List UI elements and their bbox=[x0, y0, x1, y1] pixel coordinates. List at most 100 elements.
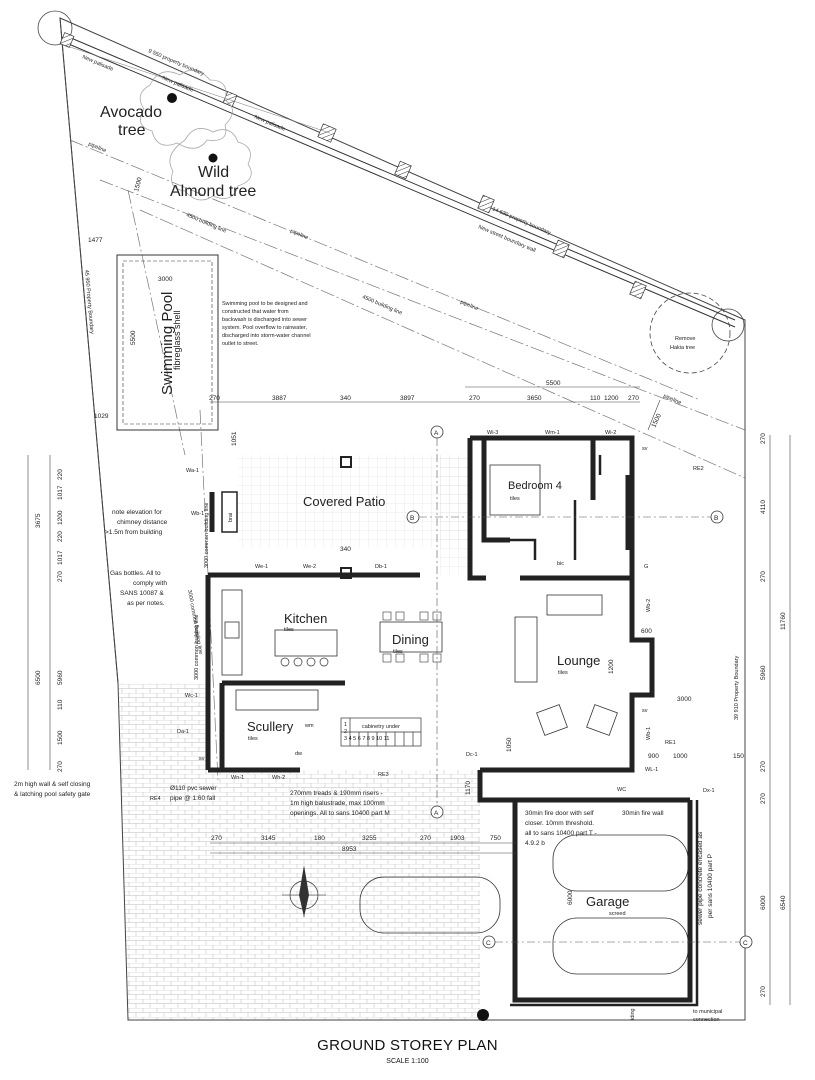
corner-marker-tr bbox=[711, 308, 745, 342]
inner-walls bbox=[510, 455, 699, 1007]
svg-text:1000: 1000 bbox=[673, 753, 688, 760]
scullery-counter bbox=[235, 689, 319, 711]
pool-label: Swimming Pool bbox=[159, 292, 176, 395]
svg-text:3897: 3897 bbox=[400, 395, 415, 402]
dining-chairs bbox=[382, 611, 442, 663]
svg-text:30min fire door with self: 30min fire door with self bbox=[525, 810, 594, 817]
svg-text:1500: 1500 bbox=[57, 730, 64, 745]
sewer-encased-note-1: sewer pipe concrete encased as bbox=[697, 831, 704, 925]
common-line-label-1: 3000 common building line bbox=[204, 503, 210, 568]
svg-text:270: 270 bbox=[628, 395, 639, 402]
palisade-label-1: New palisade bbox=[81, 54, 114, 72]
svg-text:1017: 1017 bbox=[57, 550, 64, 565]
re1-label: RE1 bbox=[665, 740, 676, 746]
municipal-note-2: connection bbox=[693, 1017, 720, 1023]
cars bbox=[359, 834, 689, 975]
svg-text:270: 270 bbox=[469, 395, 480, 402]
svg-text:1200: 1200 bbox=[604, 395, 619, 402]
bic-label: bic bbox=[557, 561, 564, 567]
hob bbox=[224, 621, 240, 639]
pool-length-dim: 5500 bbox=[130, 330, 137, 345]
svg-text:Wh-2: Wh-2 bbox=[272, 775, 285, 781]
pipeline-label-1: pipeline bbox=[87, 141, 107, 154]
svg-text:Wa-1: Wa-1 bbox=[186, 468, 199, 474]
svg-text:Swimming pool to be designed a: Swimming pool to be designed and bbox=[222, 301, 308, 307]
pipeline-label-4: pipeline bbox=[662, 393, 682, 406]
svg-text:1200: 1200 bbox=[608, 659, 615, 674]
svg-text:3000: 3000 bbox=[677, 696, 692, 703]
svg-text:1170: 1170 bbox=[465, 781, 472, 795]
palisade-label-3: New palisade bbox=[253, 114, 286, 132]
wall-piers bbox=[59, 32, 647, 300]
svg-text:3887: 3887 bbox=[272, 395, 287, 402]
pool-width-dim: 3000 bbox=[158, 276, 173, 283]
gas-note: Gas bottles. All to comply with SANS 100… bbox=[110, 570, 167, 607]
house-walls bbox=[205, 435, 693, 1003]
plan-scale: SCALE 1:100 bbox=[386, 1058, 429, 1065]
svg-text:11760: 11760 bbox=[780, 612, 787, 630]
svg-text:& latching pool safety gate: & latching pool safety gate bbox=[14, 791, 91, 798]
bed bbox=[489, 464, 541, 516]
right-dimensions: 270 4110 270 5960 11760 270 270 6000 654… bbox=[760, 433, 787, 997]
svg-text:Ø110 pvc sewer: Ø110 pvc sewer bbox=[170, 785, 217, 792]
left-boundary-line bbox=[59, 17, 119, 684]
tree-canopies bbox=[139, 69, 252, 201]
svg-text:8953: 8953 bbox=[342, 846, 357, 853]
svg-text:270: 270 bbox=[209, 395, 220, 402]
svg-text:pipe @ 1:60 fall: pipe @ 1:60 fall bbox=[170, 795, 216, 802]
svg-text:270: 270 bbox=[760, 761, 767, 772]
stair-numbers: 3 4 5 6 7 8 9 10 11 bbox=[344, 736, 389, 742]
svg-text:B: B bbox=[410, 515, 414, 522]
window-tags: Wi-3 Wm-1 Wi-2 Wa-1 Wb-1 We-1 We-2 Db-1 … bbox=[177, 430, 715, 794]
svg-text:Dx-1: Dx-1 bbox=[703, 788, 715, 794]
svg-text:1500: 1500 bbox=[650, 412, 663, 428]
wc-label: WC bbox=[617, 787, 626, 793]
svg-text:110: 110 bbox=[57, 699, 64, 710]
svg-text:We-1: We-1 bbox=[255, 564, 268, 570]
armchair-2 bbox=[586, 704, 618, 736]
svg-text:B: B bbox=[714, 515, 718, 522]
svg-text:600: 600 bbox=[641, 628, 652, 635]
svg-text:6500: 6500 bbox=[35, 670, 42, 685]
corner-marker-tl bbox=[37, 10, 73, 46]
svg-text:closer. 10mm threshold.: closer. 10mm threshold. bbox=[525, 820, 594, 827]
survey-point bbox=[477, 1009, 489, 1021]
lounge-floor: tiles bbox=[558, 670, 568, 676]
svg-text:Wi-2: Wi-2 bbox=[605, 430, 616, 436]
top-dimensions: 270 3887 340 3897 270 3650 110 1200 270 … bbox=[209, 380, 744, 795]
street-boundary-wall bbox=[63, 34, 736, 321]
kitchen-counter bbox=[221, 589, 243, 676]
svg-text:270: 270 bbox=[211, 835, 222, 842]
svg-text:110: 110 bbox=[590, 395, 601, 402]
svg-text:comply with: comply with bbox=[133, 580, 167, 587]
svg-text:backwash is discharged into se: backwash is discharged into sewer bbox=[222, 317, 307, 323]
plan-title: GROUND STOREY PLAN bbox=[317, 1037, 498, 1054]
sv-label-3: sv bbox=[642, 708, 648, 714]
svg-text:5500: 5500 bbox=[546, 380, 561, 387]
svg-text:openings. All to sans 10400 pa: openings. All to sans 10400 part M bbox=[290, 810, 390, 817]
paving-area bbox=[118, 683, 480, 1020]
svg-text:A: A bbox=[434, 810, 439, 817]
hakia-label-1: Remove bbox=[675, 336, 695, 342]
svg-text:180: 180 bbox=[314, 835, 325, 842]
common-line-label-3: 3000 common building line bbox=[194, 615, 200, 680]
svg-text:900: 900 bbox=[648, 753, 659, 760]
kitchen-label: Kitchen bbox=[284, 611, 327, 626]
patio-tiles-b bbox=[440, 455, 472, 575]
building-line-label-2: 4500 building line bbox=[361, 294, 403, 316]
svg-text:Wb-1: Wb-1 bbox=[646, 727, 652, 740]
g-label-1: G bbox=[644, 564, 648, 570]
svg-text:Wm-1: Wm-1 bbox=[545, 430, 560, 436]
svg-text:all to sans 10400 part T -: all to sans 10400 part T - bbox=[525, 830, 597, 837]
avocado-tree-trunk bbox=[167, 93, 177, 103]
siding-note: iding bbox=[630, 1008, 636, 1020]
dining-table bbox=[379, 621, 443, 653]
svg-text:750: 750 bbox=[490, 835, 501, 842]
pool-note: Swimming pool to be designed and constru… bbox=[222, 301, 311, 347]
avocado-label-1: Avocado bbox=[100, 104, 162, 121]
re4-label: RE4 bbox=[150, 796, 161, 802]
svg-text:270mm treads & 190mm risers -: 270mm treads & 190mm risers - bbox=[290, 790, 383, 797]
municipal-note-1: to municipal bbox=[693, 1009, 722, 1015]
svg-text:5960: 5960 bbox=[57, 670, 64, 685]
palisade-line bbox=[63, 44, 331, 134]
